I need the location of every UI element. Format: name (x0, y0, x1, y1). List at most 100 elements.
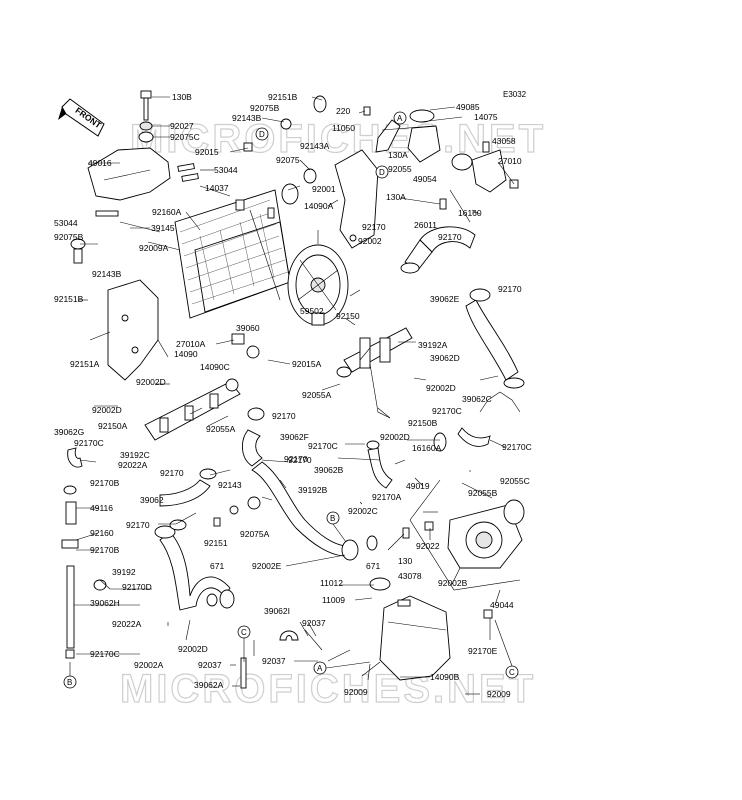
part-label: 92160 (90, 528, 114, 538)
svg-text:A: A (317, 664, 323, 673)
part-label: 14090 (174, 349, 198, 359)
part-label: 39062 (140, 495, 164, 505)
part-label: 92170D (122, 582, 152, 592)
part-label: 92170B (90, 545, 120, 555)
part-label: 39062I (264, 606, 290, 616)
part-label: 39145 (151, 223, 175, 233)
part-label: 39062B (314, 465, 344, 475)
part-label: 92160A (152, 207, 182, 217)
part-label: 130 (398, 556, 412, 566)
part-label: 39062F (280, 432, 309, 442)
part-label: 14090A (304, 201, 334, 211)
part-label: 92055 (388, 164, 412, 174)
radiator-cover-part (87, 147, 171, 201)
pipe-left-part (61, 447, 83, 649)
part-label: 92055A (302, 390, 332, 400)
part-label: 92037 (198, 660, 222, 670)
part-label: 39192A (418, 340, 448, 350)
leader-lines (74, 96, 521, 695)
part-label: 92150 (336, 311, 360, 321)
part-label: 92075A (240, 529, 270, 539)
part-label: 59502 (300, 306, 324, 316)
part-label: 14075 (474, 112, 498, 122)
callout-b-left: B (63, 675, 77, 689)
part-label: 130A (388, 150, 408, 160)
part-label: 92002E (252, 561, 282, 571)
part-label: 92075C (170, 132, 200, 142)
part-label: 92151 (204, 538, 228, 548)
part-label: 92001 (312, 184, 336, 194)
part-label: 92075B (250, 103, 280, 113)
water-pump-part (424, 499, 525, 569)
pipe-39192c-part (144, 378, 241, 441)
part-label: 92170B (90, 478, 120, 488)
part-label: 92002D (136, 377, 166, 387)
part-label: 39192B (298, 485, 328, 495)
part-label: 92022A (112, 619, 142, 629)
part-label: 92170C (308, 441, 338, 451)
part-label: 53044 (54, 218, 78, 228)
part-label: 39062E (430, 294, 460, 304)
part-label: 49044 (490, 600, 514, 610)
part-label: 220 (336, 106, 350, 116)
svg-text:D: D (259, 130, 265, 139)
part-label: 92075 (276, 155, 300, 165)
part-label: 14090B (430, 672, 460, 682)
part-label: 16160 (458, 208, 482, 218)
part-label: 39062D (430, 353, 460, 363)
part-label: 92170E (468, 646, 498, 656)
part-label: 14037 (205, 183, 229, 193)
part-label: 92002 (358, 236, 382, 246)
part-label: 92002D (92, 405, 122, 415)
part-label: 92151B (54, 294, 84, 304)
svg-text:B: B (330, 514, 335, 523)
part-label: 92002B (438, 578, 468, 588)
diagram-code: E3032 (503, 90, 527, 99)
part-label: 43058 (492, 136, 516, 146)
part-label: 92170C (432, 406, 462, 416)
svg-text:D: D (379, 168, 385, 177)
part-label: 92143A (300, 141, 330, 151)
part-label: 92002D (178, 644, 208, 654)
part-label: 92170 (126, 520, 150, 530)
front-arrow-icon: FRONT (58, 98, 105, 137)
part-label: 49085 (456, 102, 480, 112)
part-label: 49054 (413, 174, 437, 184)
part-label: 92015A (292, 359, 322, 369)
part-label: 92170 (284, 454, 308, 464)
part-label: 53044 (214, 165, 238, 175)
part-label: 43078 (398, 571, 422, 581)
watermark-top: MICROFICHES.NET (130, 117, 546, 161)
hose-39062d-part (465, 299, 519, 381)
part-label: 27010A (176, 339, 206, 349)
svg-text:C: C (509, 668, 515, 677)
part-label: 671 (366, 561, 380, 571)
part-label: 92002D (380, 432, 410, 442)
svg-text:B: B (67, 678, 72, 687)
callout-d-mid: D (375, 165, 389, 179)
part-label: 92055C (500, 476, 530, 486)
callout-a-bottom: A (313, 661, 327, 675)
part-label: 92170 (362, 222, 386, 232)
part-label: 92009 (344, 687, 368, 697)
watermark-bottom: MICROFICHES.NET (120, 667, 536, 711)
part-label: 16160A (412, 443, 442, 453)
part-number-labels: 130B9202792075C49016920155304492151B9207… (54, 92, 532, 699)
radiator-core-part (174, 189, 291, 319)
svg-text:A: A (397, 114, 403, 123)
callout-b-mid: B (326, 511, 340, 525)
part-label: 39062A (194, 680, 224, 690)
part-label: 92027 (170, 121, 194, 131)
part-label: 27010 (498, 156, 522, 166)
part-label: 92151B (268, 92, 298, 102)
part-label: 26011 (414, 220, 437, 230)
part-label: 92170C (90, 649, 120, 659)
part-label: 92150B (408, 418, 438, 428)
part-label: 49019 (406, 481, 430, 491)
part-label: 92022A (118, 460, 148, 470)
part-label: 39062G (54, 427, 84, 437)
part-label: 92143B (232, 113, 262, 123)
part-label: 130A (386, 192, 406, 202)
part-label: 92022 (416, 541, 440, 551)
